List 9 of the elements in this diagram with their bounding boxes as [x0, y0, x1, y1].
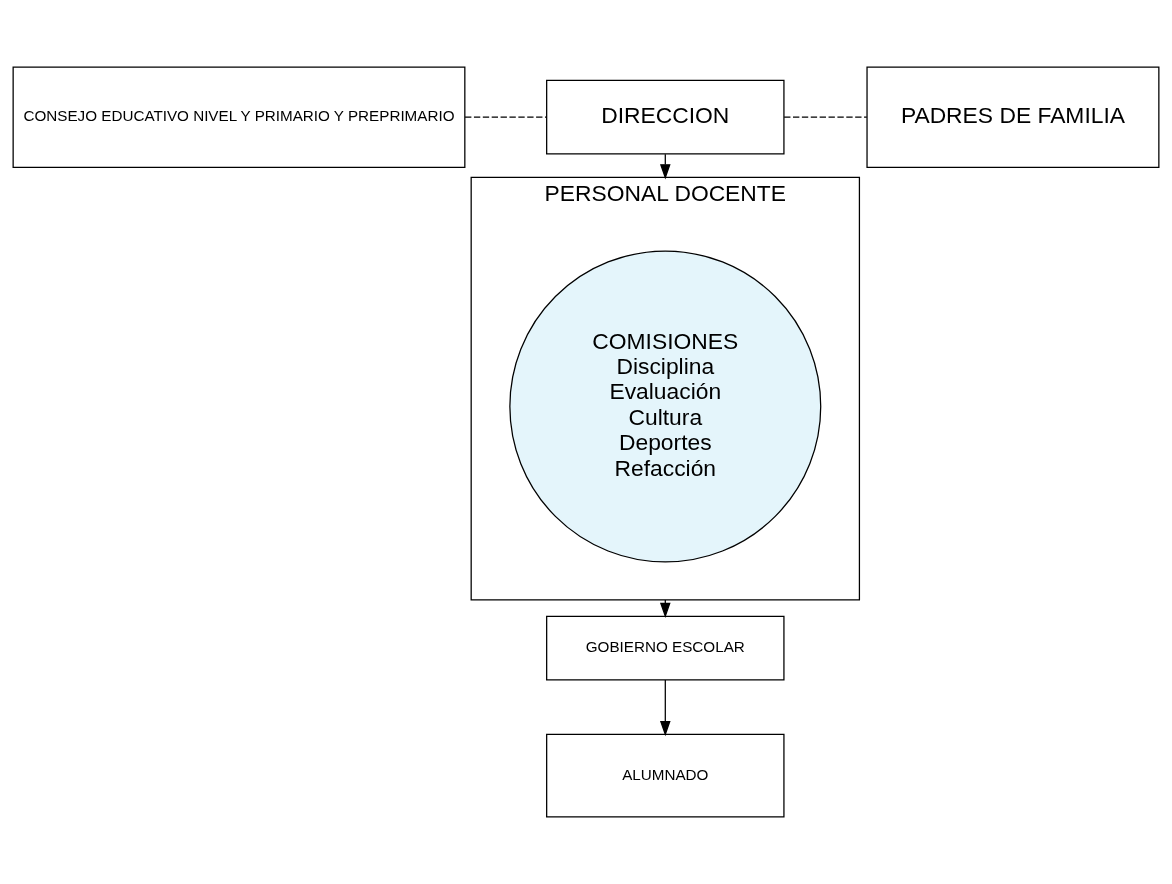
node-box: DIRECCION — [546, 79, 785, 155]
node-box: GOBIERNO ESCOLAR — [546, 615, 785, 681]
node-box: ALUMNADO — [546, 733, 785, 818]
connector — [783, 116, 868, 118]
node-circle: COMISIONES Disciplina Evaluación Cultura Deportes Refacción — [509, 250, 822, 563]
connector — [464, 116, 548, 118]
node-box: PADRES DE FAMILIA — [866, 66, 1160, 168]
arrow — [659, 679, 671, 737]
node-box: CONSEJO EDUCATIVO NIVEL Y PRIMARIO Y PREPRIMARIO — [12, 66, 466, 168]
